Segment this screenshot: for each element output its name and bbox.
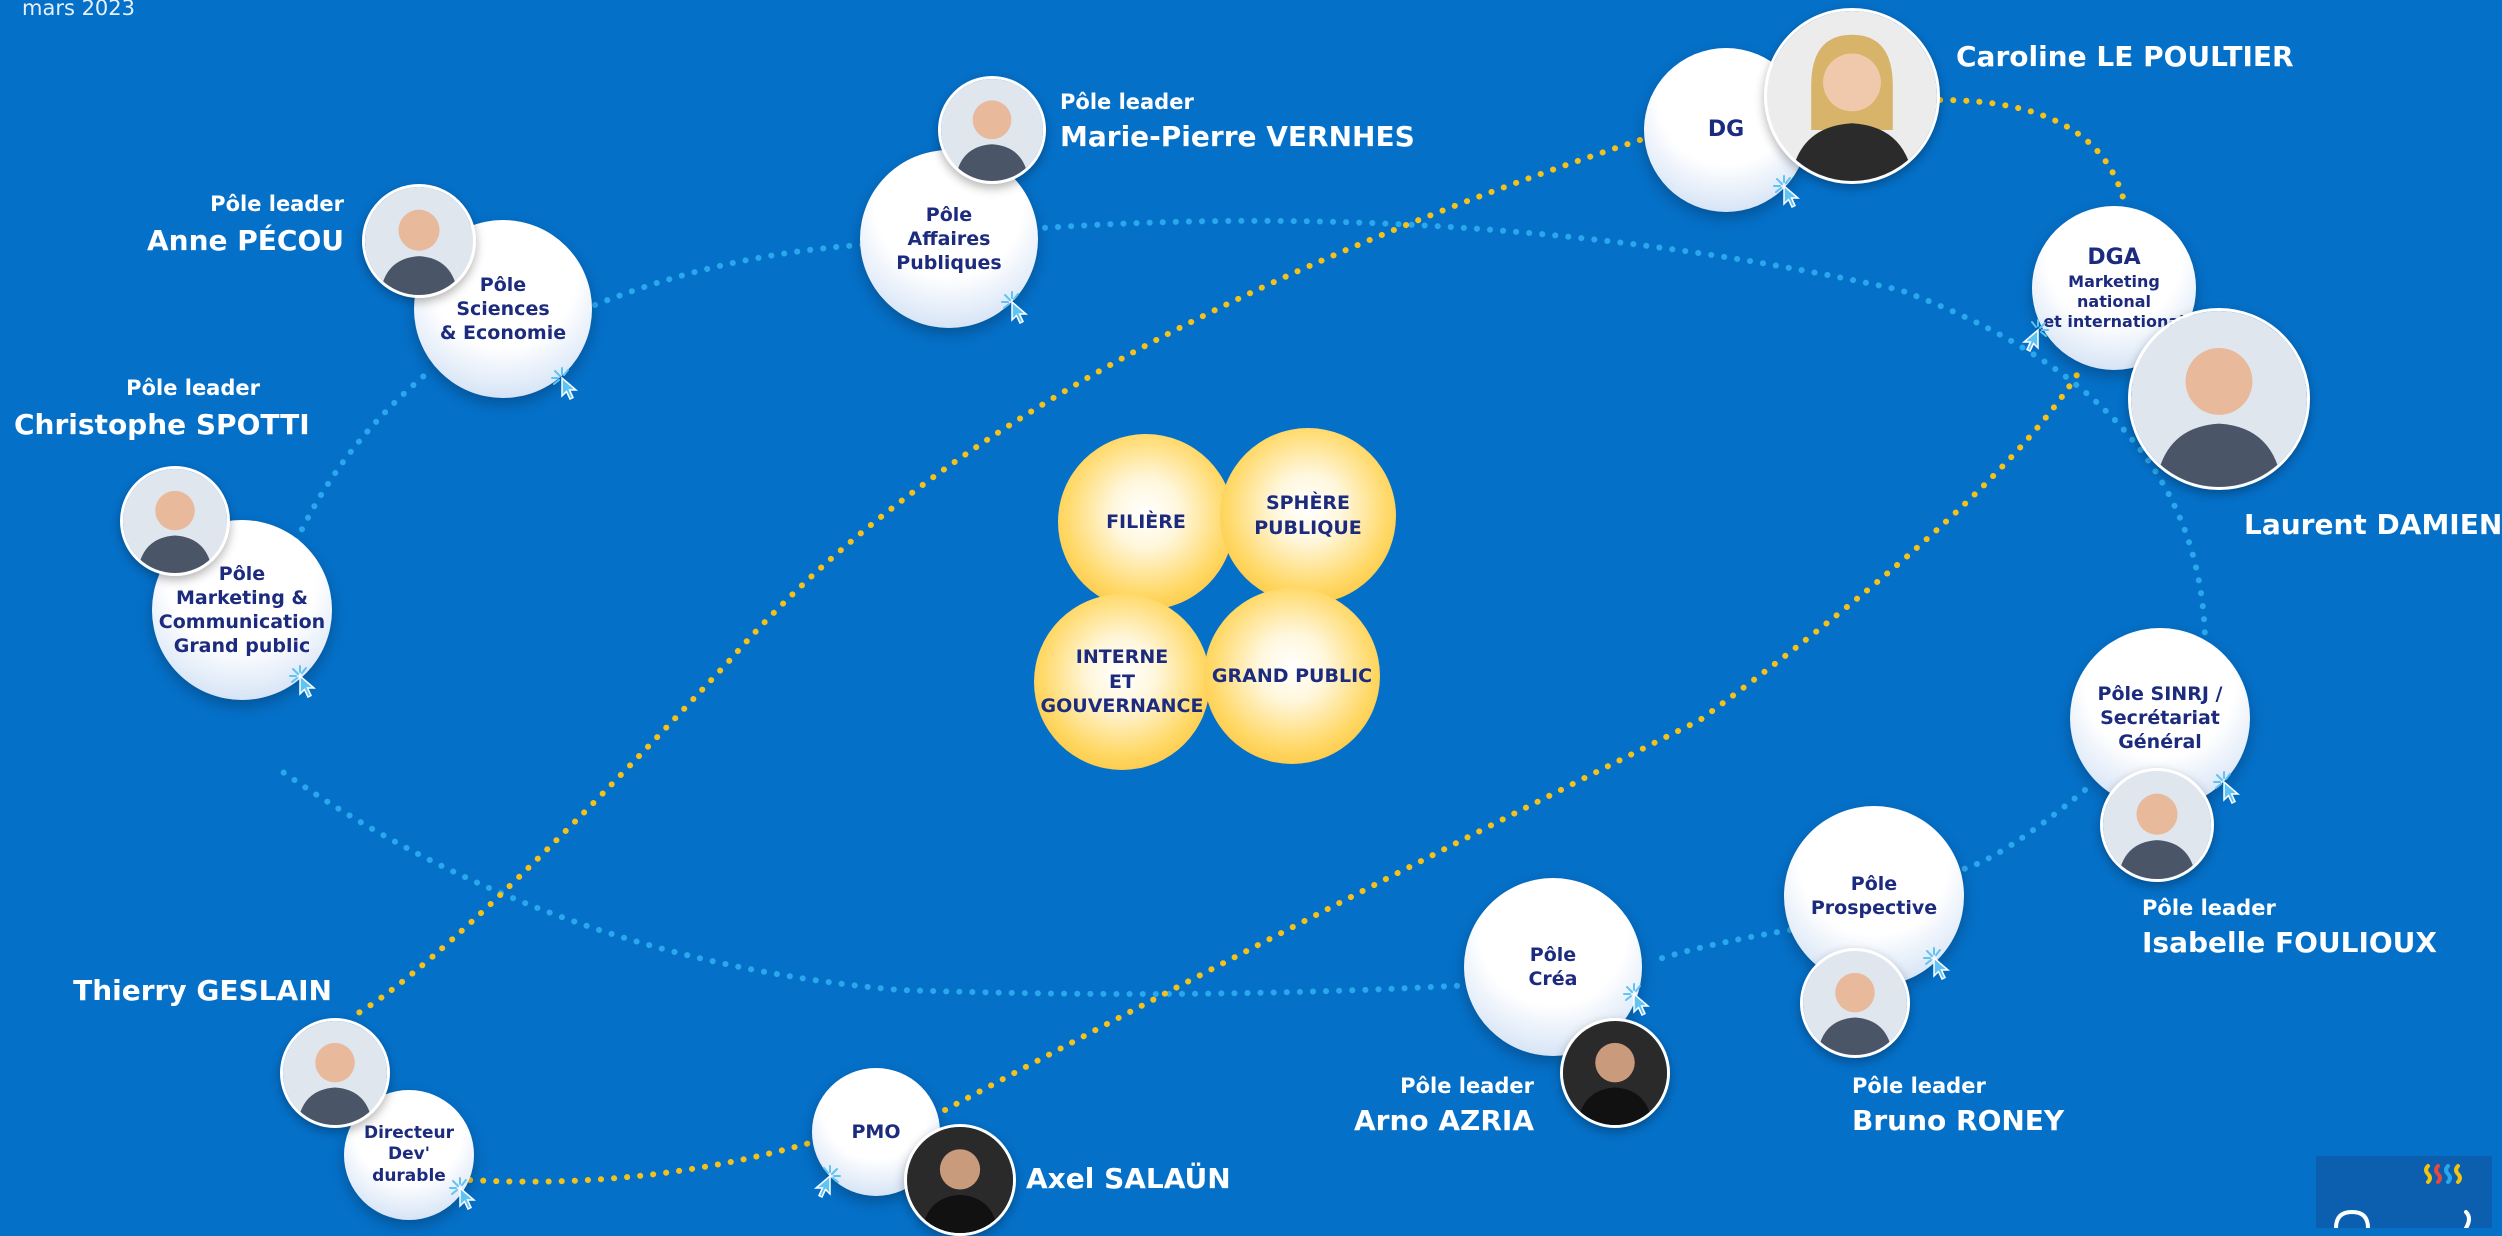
name-label-geslain: Thierry GESLAIN (73, 974, 332, 1007)
name-label-spotti: Christophe SPOTTI (14, 408, 310, 441)
role-label-foulioux: Pôle leader (2142, 896, 2276, 920)
cursor-icon (449, 1177, 475, 1210)
cursor-icon (1923, 947, 1949, 980)
cursor-icon (2023, 319, 2049, 352)
avatar-arno-azria (1560, 1018, 1670, 1128)
blue-orbit-path (259, 217, 2208, 997)
center-circle-sphere-publique: SPHÈRE PUBLIQUE (1220, 428, 1396, 604)
name-label-azria: Arno AZRIA (1353, 1104, 1534, 1137)
cursor-icon (1623, 983, 1649, 1016)
avatar-caroline-le-poultier (1764, 8, 1940, 184)
center-circle-interne-gouvernance: INTERNE ET GOUVERNANCE (1034, 594, 1210, 770)
dga-subtitle: Marketing national et international (2043, 271, 2185, 332)
cursor-icon (1001, 291, 1027, 324)
role-label-spotti: Pôle leader (126, 376, 260, 400)
name-label-salaun: Axel SALAÜN (1026, 1162, 1231, 1195)
name-label-vernhes: Marie-Pierre VERNHES (1060, 120, 1415, 153)
avatar-thierry-geslain (280, 1018, 390, 1128)
brand-logo (2316, 1156, 2492, 1230)
name-label-roney: Bruno RONEY (1852, 1104, 2065, 1137)
name-label-foulioux: Isabelle FOULIOUX (2142, 926, 2437, 959)
role-label-roney: Pôle leader (1852, 1074, 1986, 1098)
center-circle-grand-public: GRAND PUBLIC (1204, 588, 1380, 764)
cursor-icon (551, 367, 577, 400)
name-label-le-poultier: Caroline LE POULTIER (1956, 40, 2294, 73)
yellow-orbit-path (352, 97, 2128, 1185)
cursor-icon (2213, 771, 2239, 804)
avatar-isabelle-foulioux (2100, 768, 2214, 882)
cursor-icon (815, 1165, 841, 1198)
center-circle-filiere: FILIÈRE (1058, 434, 1234, 610)
date-label: mars 2023 (22, 0, 136, 20)
cursor-icon (1773, 175, 1799, 208)
role-label-pecou: Pôle leader (210, 192, 344, 216)
role-label-vernhes: Pôle leader (1060, 90, 1194, 114)
name-label-pecou: Anne PÉCOU (146, 224, 344, 257)
name-label-damiens: Laurent DAMIENS (2244, 508, 2502, 541)
cursor-icon (289, 665, 315, 698)
dga-title: DGA (2087, 244, 2141, 270)
avatar-anne-pecou (362, 184, 476, 298)
avatar-laurent-damiens (2128, 308, 2310, 490)
avatar-christophe-spotti (120, 466, 230, 576)
role-label-azria: Pôle leader (1400, 1074, 1534, 1098)
avatar-marie-pierre-vernhes (938, 76, 1046, 184)
node-directeur-dev-durable[interactable]: Directeur Dev' durable (344, 1090, 474, 1220)
avatar-bruno-roney (1800, 948, 1910, 1058)
avatar-axel-salaun (904, 1124, 1016, 1236)
